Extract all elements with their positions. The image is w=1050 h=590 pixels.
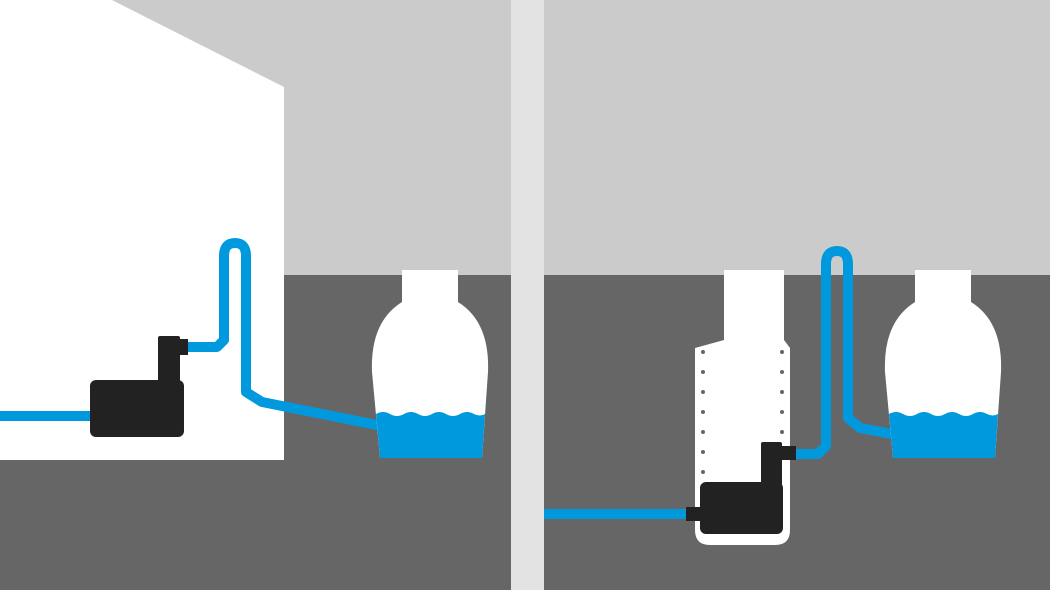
pump-neck [158,336,180,386]
panel-divider [511,0,544,590]
tank-shell [884,270,1002,458]
pump-body [700,482,783,534]
tank-water [889,412,998,458]
rain-tank [884,270,1002,458]
left-panel [0,0,511,590]
pump-outlet-stub [778,446,796,460]
pump-inlet-stub [686,507,704,521]
shaft-ribs [689,350,796,522]
tank-water [376,412,485,458]
pump-outlet-stub [176,339,188,355]
pump-body [90,380,184,437]
right-panel [544,0,1050,590]
tank-shell [371,270,489,458]
rain-tank [371,270,489,458]
pump [90,336,188,437]
pump [686,442,796,534]
right-sky [544,0,1050,275]
outlet-pipe [790,246,893,459]
pump-neck [761,442,782,488]
outlet-pipe [176,238,383,431]
